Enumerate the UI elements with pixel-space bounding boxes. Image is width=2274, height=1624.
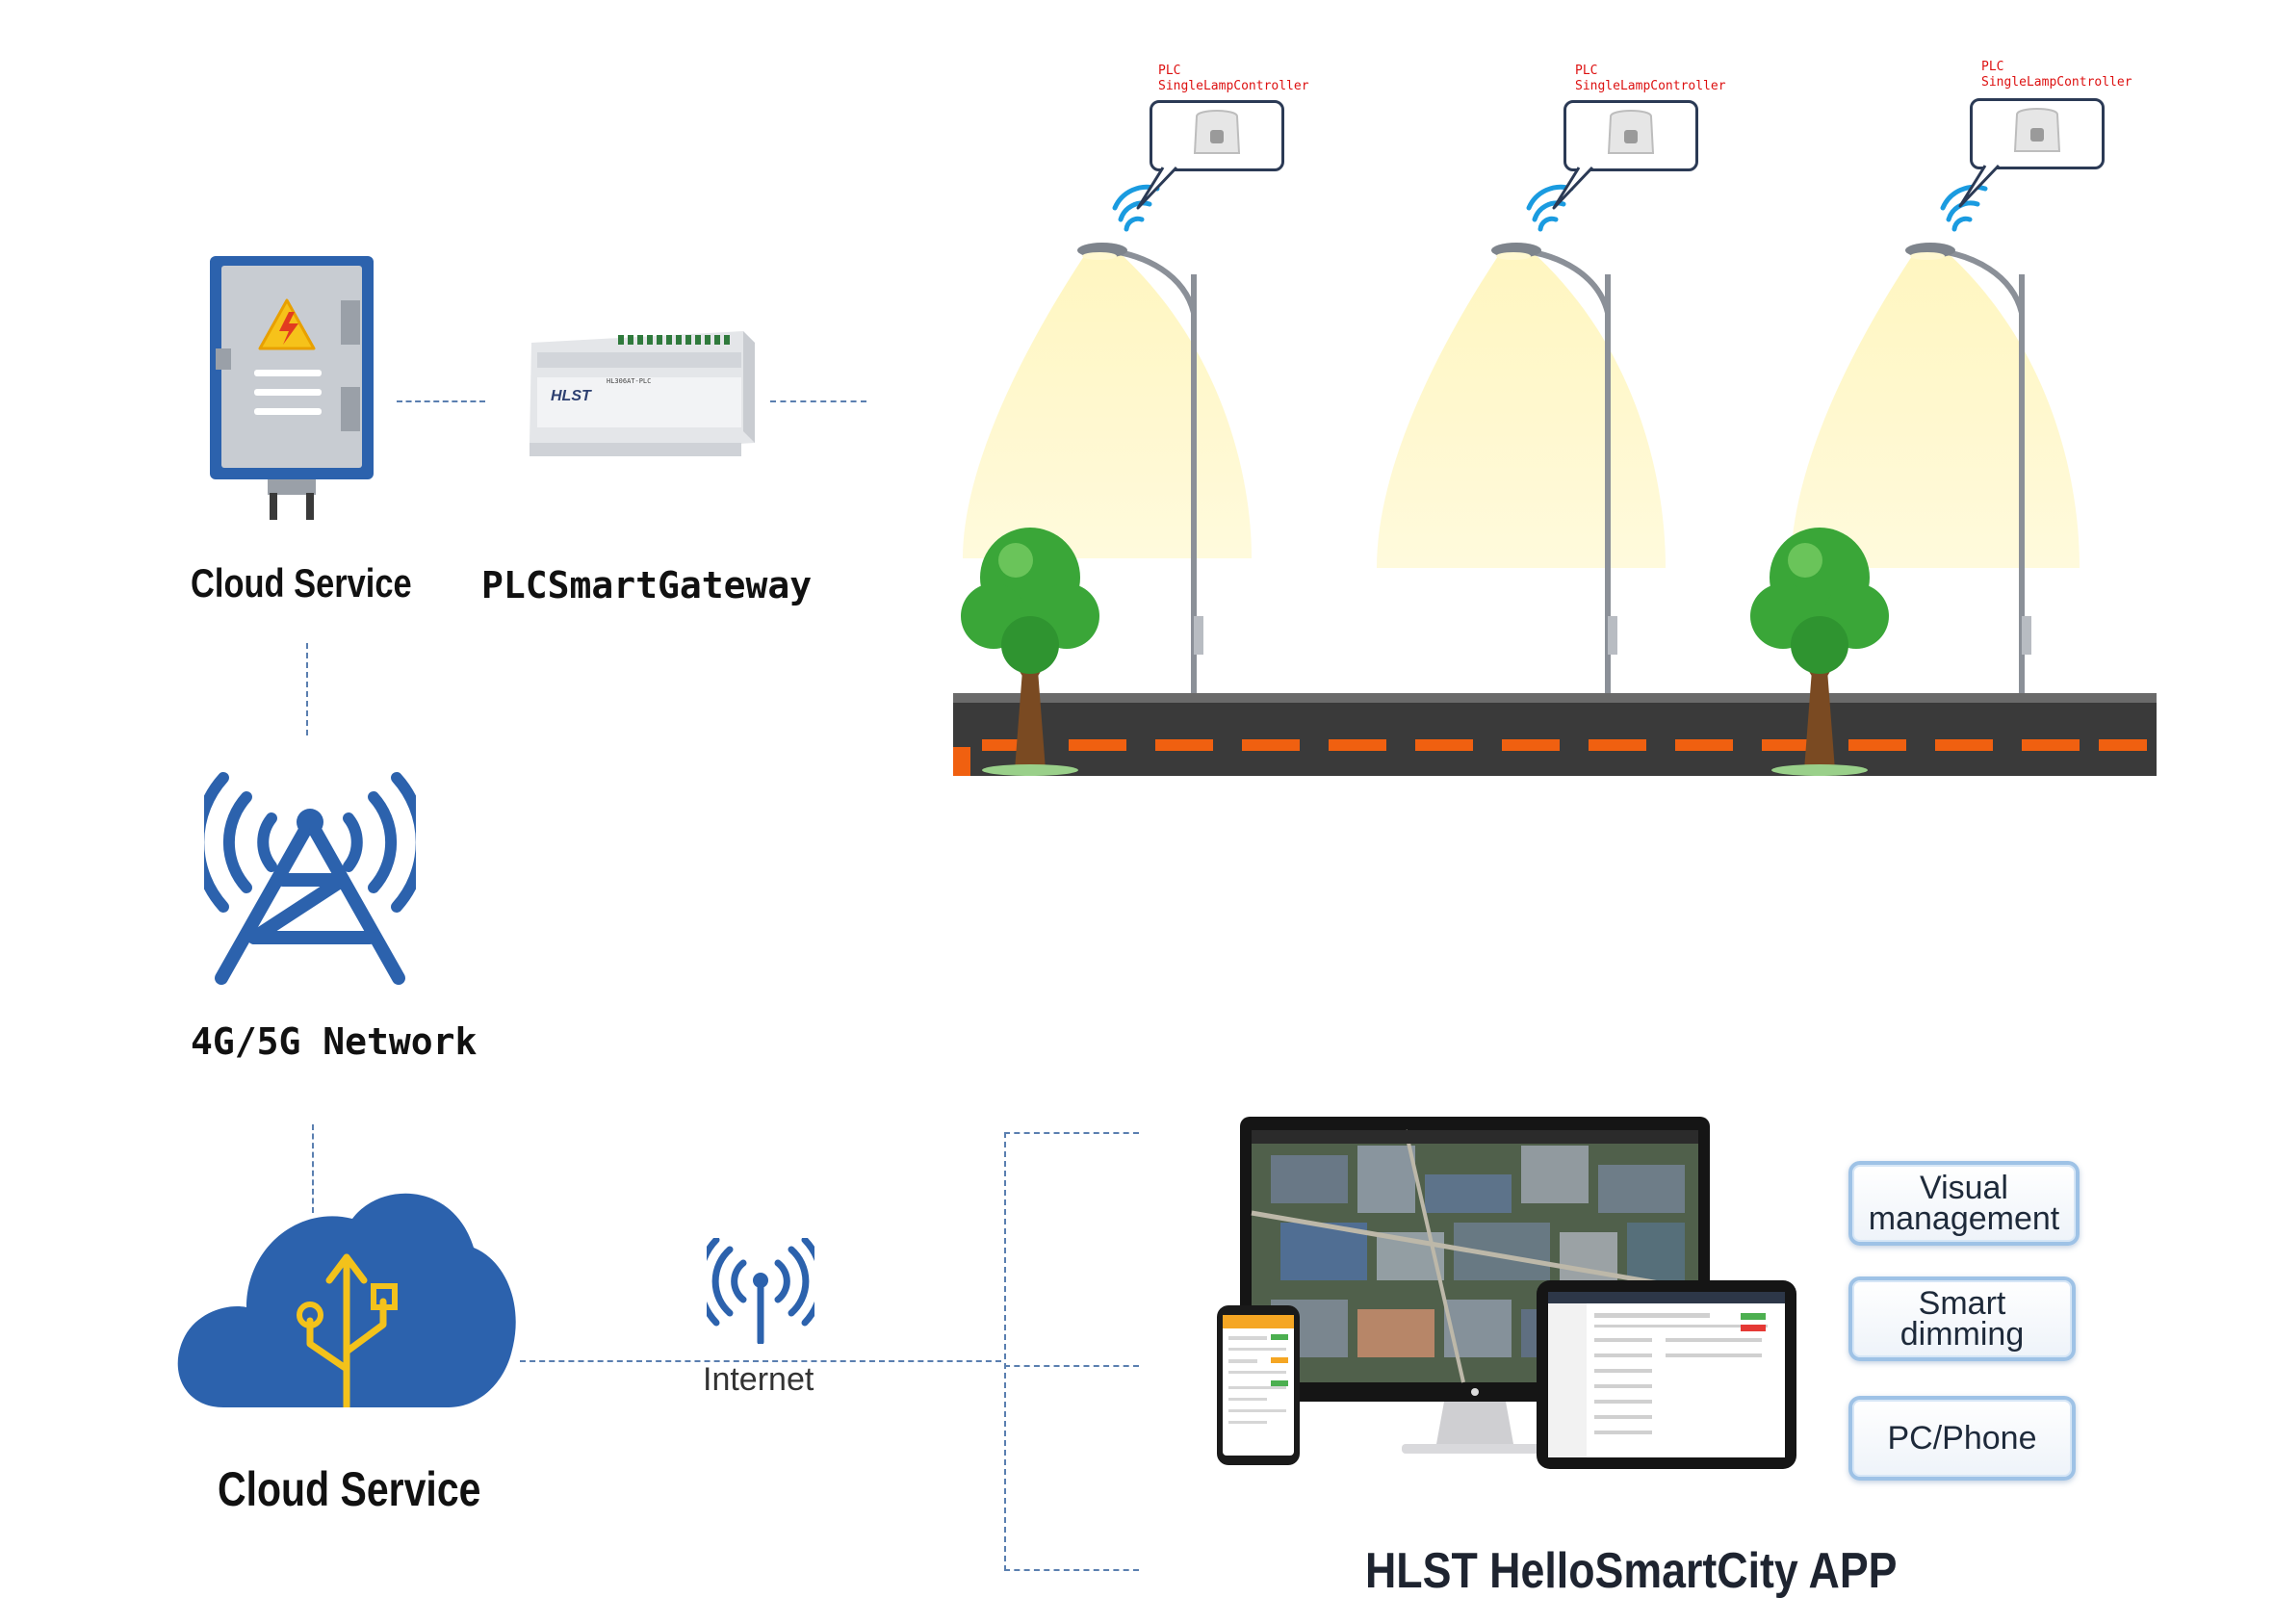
- lamp-controller-icon: [1607, 110, 1655, 154]
- tablet-device: [1537, 1280, 1796, 1469]
- callout-2-line1: PLC: [1575, 64, 1598, 78]
- light-cone-1: [963, 250, 1252, 558]
- connector-gateway-lamps: [770, 400, 866, 402]
- callout-1-line1: PLC: [1158, 64, 1181, 78]
- connector-bracket-mid: [1004, 1365, 1139, 1367]
- gateway-brand: HLST: [551, 388, 592, 404]
- network-label: 4G/5G Network: [191, 1020, 478, 1063]
- gateway-label: PLCSmartGateway: [481, 564, 813, 606]
- connector-cloud-internet: [520, 1360, 1001, 1362]
- cloud-service-icon: [177, 1193, 516, 1407]
- internet-label: Internet: [703, 1361, 814, 1398]
- connector-app-bracket: [1004, 1132, 1006, 1571]
- callout-1-line2: SingleLampController: [1158, 79, 1309, 93]
- connector-cabinet-gateway: [397, 400, 485, 402]
- callout-1-tail: [1136, 166, 1178, 210]
- callout-2-line2: SingleLampController: [1575, 79, 1726, 93]
- street-scene: [953, 184, 2157, 776]
- plc-gateway-device: HLST HL306AT-PLC: [530, 331, 755, 456]
- lamp-controller-icon: [1193, 110, 1241, 154]
- lamp-controller-icon: [2013, 108, 2061, 152]
- lamp-controller-callout-3: [1970, 98, 2105, 169]
- callout-2-tail: [1552, 166, 1594, 210]
- callout-3-line1: PLC: [1981, 60, 2004, 74]
- connector-network-cloud: [312, 1124, 314, 1213]
- internet-antenna-icon: [707, 1238, 814, 1344]
- tree-1: [961, 528, 1099, 776]
- app-title: HLST HelloSmartCity APP: [1365, 1543, 1898, 1599]
- electrical-cabinet-icon: [210, 256, 374, 520]
- lamp-controller-callout-1: [1150, 100, 1284, 171]
- connector-bracket-top: [1004, 1132, 1139, 1134]
- light-cone-2: [1377, 250, 1666, 568]
- cloud-label: Cloud Service: [218, 1462, 481, 1516]
- callout-3-tail: [1958, 164, 2001, 208]
- lamp-controller-callout-2: [1563, 100, 1698, 171]
- tree-2: [1750, 528, 1889, 776]
- cell-tower-icon: [204, 772, 416, 985]
- callout-3-line2: SingleLampController: [1981, 75, 2132, 90]
- visual-management-button[interactable]: Visual management: [1848, 1161, 2080, 1246]
- cabinet-label: Cloud Service: [191, 560, 412, 606]
- smart-dimming-button[interactable]: Smart dimming: [1848, 1276, 2076, 1361]
- connector-bracket-bottom: [1004, 1569, 1139, 1571]
- light-cone-3: [1791, 250, 2080, 568]
- app-devices: [1217, 1117, 1796, 1469]
- mobile-phone: [1217, 1305, 1300, 1465]
- pc-phone-button[interactable]: PC/Phone: [1848, 1396, 2076, 1481]
- gateway-model: HL306AT-PLC: [607, 377, 651, 385]
- connector-cabinet-network: [306, 643, 308, 735]
